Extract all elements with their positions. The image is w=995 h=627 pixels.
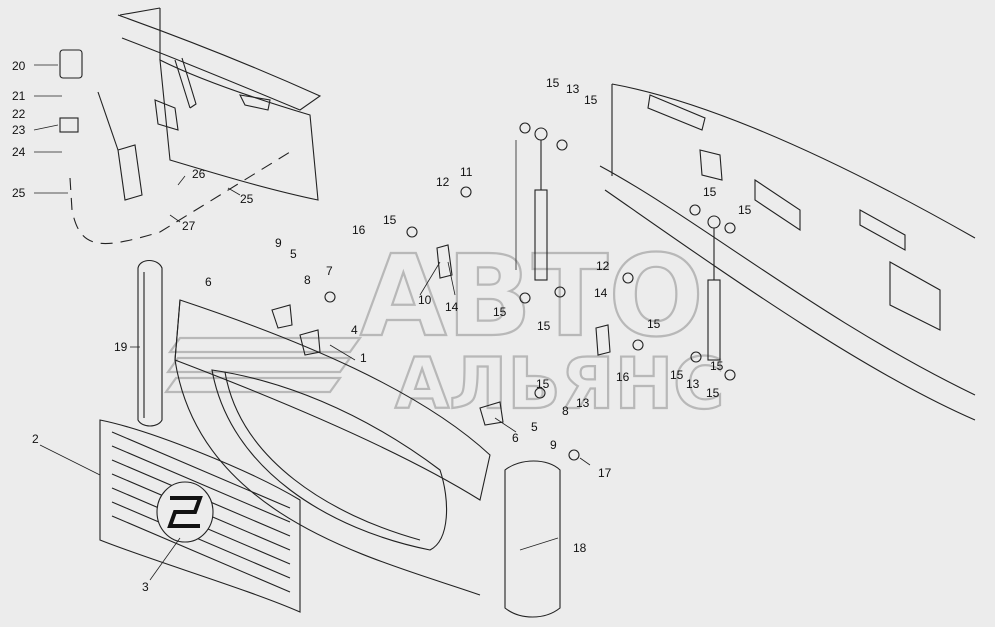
leader-lines [33,64,591,581]
callout-2: 2 [32,432,39,446]
callout-4: 4 [351,323,358,337]
callout-12: 12 [436,175,450,189]
watermark-line2: АЛЬЯНС [395,343,725,425]
gas-strut-right [707,215,721,361]
callout-15: 15 [584,93,598,107]
callout-20: 20 [12,59,26,73]
side-panel-19 [137,259,163,427]
callout-6: 6 [205,275,212,289]
release-cable [69,91,291,245]
callout-22: 22 [12,107,26,121]
callout-19: 19 [114,340,128,354]
callout-27: 27 [182,219,196,233]
callout-9: 9 [275,236,282,250]
watermark: АВТО АЛЬЯНС [163,231,726,426]
callout-26: 26 [192,167,206,181]
cover-18 [504,460,561,618]
callout-15: 15 [537,319,551,333]
callout-15: 15 [546,76,560,90]
callout-15: 15 [710,359,724,373]
callout-21: 21 [12,89,26,103]
callout-5: 5 [290,247,297,261]
callout-8: 8 [562,404,569,418]
callout-23: 23 [12,123,26,137]
callout-16: 16 [352,223,366,237]
callout-15: 15 [706,386,720,400]
callout-18: 18 [573,541,587,555]
callout-13: 13 [566,82,580,96]
callout-15: 15 [647,317,661,331]
hood-latch [59,49,143,201]
callout-11: 11 [460,165,473,179]
callout-labels: 20 21 22 23 24 25 26 25 27 9 5 6 8 7 4 1… [12,59,752,594]
callout-7: 7 [326,264,333,278]
callout-9: 9 [550,438,557,452]
hinge-hardware [271,122,736,461]
callout-15: 15 [738,203,752,217]
callout-13: 13 [576,396,590,410]
cab-front-right [599,83,976,421]
callout-3: 3 [142,580,149,594]
emblem-3 [156,481,214,543]
callout-8: 8 [304,273,311,287]
callout-14: 14 [594,286,608,300]
callout-5: 5 [531,420,538,434]
callout-15: 15 [536,377,550,391]
gas-strut-left [534,127,548,281]
callout-15: 15 [493,305,507,319]
callout-6: 6 [512,431,519,445]
callout-17: 17 [598,466,612,480]
watermark-line1: АВТО [360,232,704,362]
front-panel-1 [174,299,491,596]
callout-12: 12 [596,259,610,273]
callout-16: 16 [616,370,630,384]
callout-14: 14 [445,300,459,314]
cab-hood-left [117,7,322,201]
watermark-logo [163,336,363,394]
callout-24: 24 [12,145,26,159]
callout-10: 10 [418,293,432,307]
callout-13: 13 [686,377,700,391]
callout-1: 1 [360,351,367,365]
callout-15: 15 [383,213,397,227]
callout-25: 25 [240,192,254,206]
callout-15: 15 [670,368,684,382]
callout-25: 25 [12,186,26,200]
callout-15: 15 [703,185,717,199]
